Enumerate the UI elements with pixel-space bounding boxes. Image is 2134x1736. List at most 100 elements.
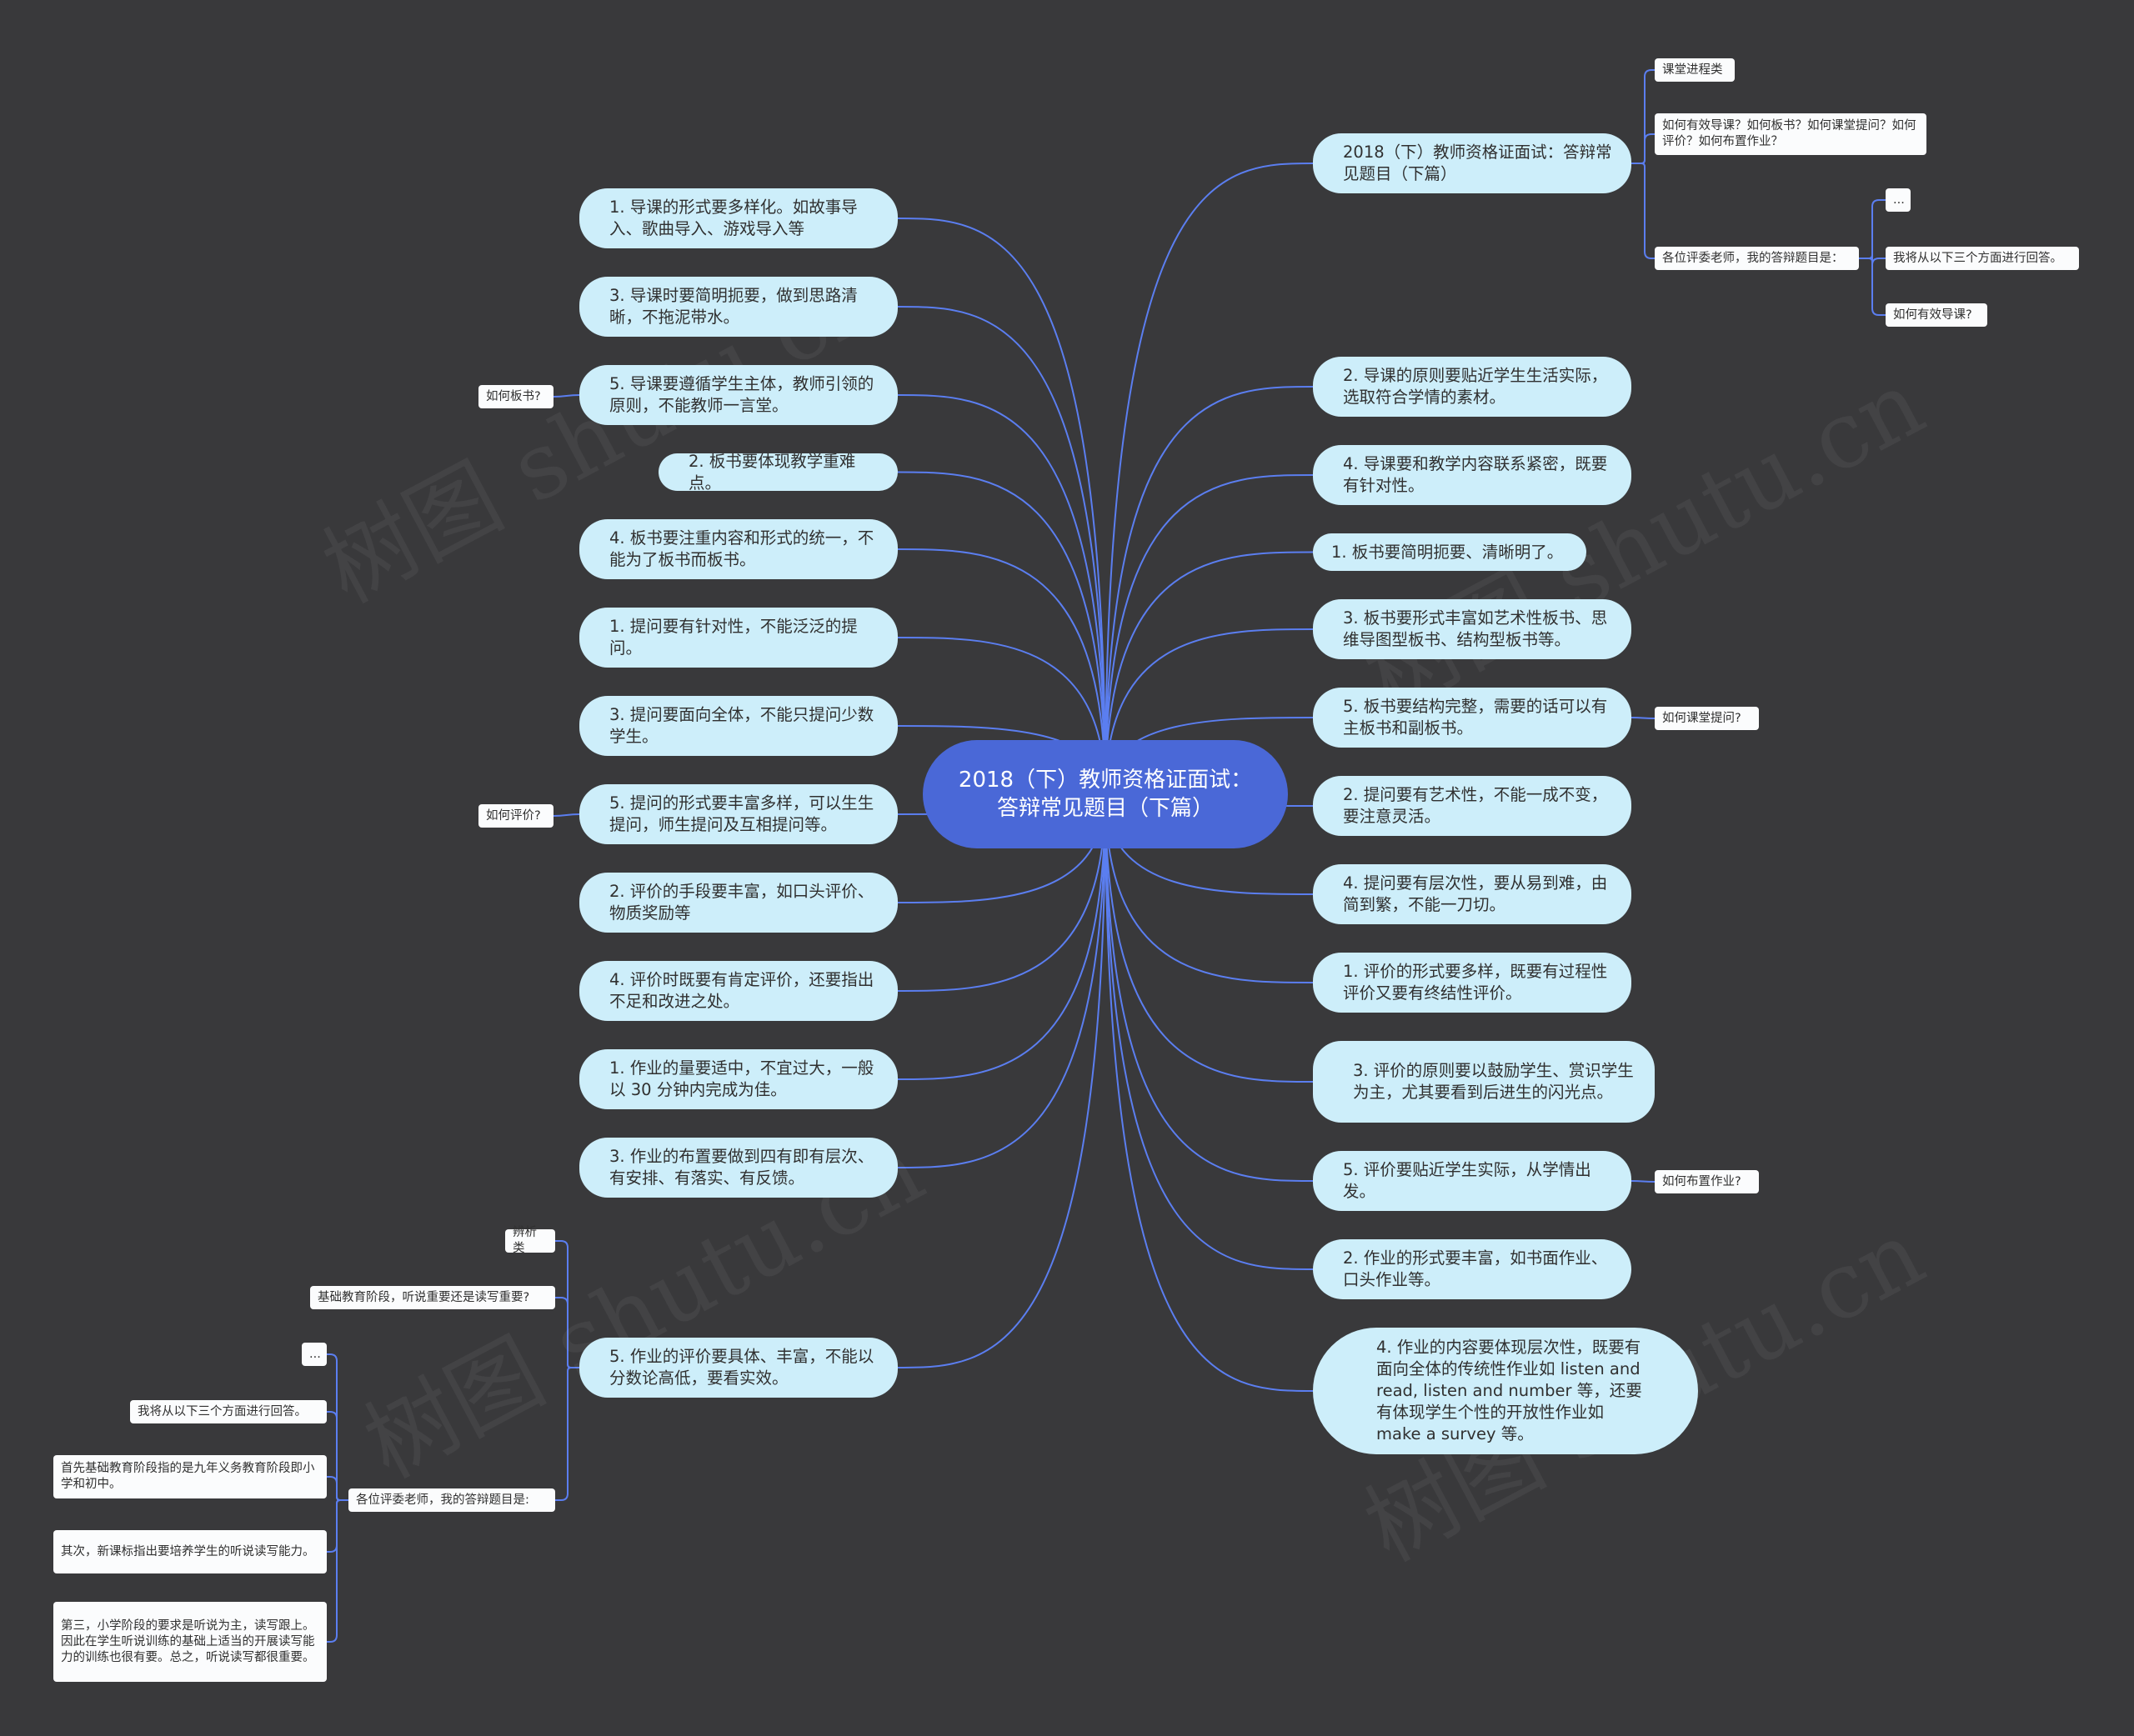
tag-answer-intro[interactable]: 我将从以下三个方面进行回答。 [130,1400,327,1423]
branch-topic[interactable]: 1. 评价的形式要多样，既要有过程性评价又要有终结性评价。 [1313,953,1631,1013]
connector-root-left [897,637,1106,795]
connector-root-left [897,793,1106,992]
branch-topic[interactable]: 2. 板书要体现教学重难点。 [659,452,898,493]
tag-dear-judges[interactable]: 各位评委老师，我的答辩题目是: [348,1488,555,1512]
branch-label: 1. 作业的量要适中，不宜过大，一般以 30 分钟内完成为佳。 [609,1058,874,1099]
branch-topic[interactable]: 1. 提问要有针对性，不能泛泛的提问。 [579,608,898,668]
branch-label: 2. 评价的手段要丰富，如口头评价、物质奖励等 [609,882,874,923]
branch-label: 1. 提问要有针对性，不能泛泛的提问。 [609,617,858,658]
branch-topic[interactable]: 5. 作业的评价要具体、丰富，不能以分数论高低，要看实效。 [579,1338,898,1398]
branch-topic[interactable]: 2. 导课的原则要贴近学生生活实际，选取符合学情的素材。 [1313,357,1631,417]
branch-topic[interactable]: 4. 导课要和教学内容联系紧密，既要有针对性。 [1313,445,1631,505]
branch-topic[interactable]: 1. 作业的量要适中，不宜过大，一般以 30 分钟内完成为佳。 [579,1049,898,1109]
connector-root-right [1105,551,1314,795]
connector-root-left [897,793,1106,1168]
connector-tag [1859,258,1886,316]
branch-topic[interactable]: 3. 板书要形式丰富如艺术性板书、思维导图型板书、结构型板书等。 [1313,599,1631,659]
branch-label: 2. 提问要有艺术性，不能一成不变，要注意灵活。 [1343,785,1608,826]
branch-label: 5. 板书要结构完整，需要的话可以有主板书和副板书。 [1343,697,1608,738]
connector-tag [1631,1180,1656,1183]
connector-root-left [897,394,1106,795]
branch-label: 3. 板书要形式丰富如艺术性板书、思维导图型板书、结构型板书等。 [1343,608,1608,649]
branch-label: 5. 导课要遵循学生主体，教师引领的原则，不能教师一言堂。 [609,374,874,415]
branch-label: 5. 作业的评价要具体、丰富，不能以分数论高低，要看实效。 [609,1347,874,1388]
branch-topic[interactable]: 5. 导课要遵循学生主体，教师引领的原则，不能教师一言堂。 [579,365,898,425]
connector-tag [1631,69,1655,164]
connector-root-right [1105,628,1314,795]
branch-label: 2. 作业的形式要丰富，如书面作业、口头作业等。 [1343,1248,1608,1289]
connector-tag [327,1499,348,1643]
connector-root-right [1105,793,1314,1270]
connector-root-left [897,218,1106,795]
branch-topic[interactable]: 3. 作业的布置要做到四有即有层次、有安排、有落实、有反馈。 [579,1138,898,1198]
branch-label: 1. 评价的形式要多样，既要有过程性评价又要有终结性评价。 [1343,962,1608,1003]
branch-topic[interactable]: 4. 板书要注重内容和形式的统一，不能为了板书而板书。 [579,519,898,579]
connector-root-right [1105,793,1314,1083]
branch-topic[interactable]: 4. 作业的内容要体现层次性，既要有面向全体的传统性作业如 listen and… [1313,1328,1698,1454]
branch-topic[interactable]: 1. 导课的形式要多样化。如故事导入、歌曲导入、游戏导入等 [579,188,898,248]
connector-tag [1859,199,1886,259]
branch-label: 4. 板书要注重内容和形式的统一，不能为了板书而板书。 [609,528,874,569]
connector-root-right [1105,163,1314,795]
tag-question[interactable]: 如何有效导课？如何板书？如何课堂提问？如何评价？如何布置作业？ [1655,113,1926,155]
connector-root-right [1105,793,1314,1392]
connector-root-right [1105,386,1314,795]
branch-label: 5. 提问的形式要丰富多样，可以生生提问，师生提问及互相提问等。 [609,793,874,834]
branch-topic[interactable]: 4. 评价时既要有肯定评价，还要指出不足和改进之处。 [579,961,898,1021]
branch-topic[interactable]: 3. 评价的原则要以鼓励学生、赏识学生为主，尤其要看到后进生的闪光点。 [1313,1041,1655,1123]
branch-label: 4. 提问要有层次性，要从易到难，由简到繁，不能一刀切。 [1343,873,1608,914]
tag-question[interactable]: 基础教育阶段，听说重要还是读写重要? [310,1286,555,1309]
tag-category[interactable]: 辨析类 [505,1226,555,1255]
connector-tag [553,813,580,817]
connector-root-right [1105,474,1314,795]
branch-label: 2. 导课的原则要贴近学生生活实际，选取符合学情的素材。 [1343,366,1608,407]
branch-topic[interactable]: 5. 提问的形式要丰富多样，可以生生提问，师生提问及互相提问等。 [579,784,898,844]
tag-category[interactable]: 课堂进程类 [1655,58,1735,82]
branch-topic[interactable]: 2018（下）教师资格证面试：答辩常见题目（下篇） [1313,133,1631,193]
connector-root-left [897,306,1106,795]
connector-tag [555,1297,579,1368]
tag-how-lead[interactable]: 如何有效导课? [1886,303,1987,327]
branch-topic[interactable]: 4. 提问要有层次性，要从易到难，由简到繁，不能一刀切。 [1313,864,1631,924]
tag-how-question[interactable]: 如何课堂提问? [1655,707,1759,730]
branch-topic[interactable]: 3. 导课时要简明扼要，做到思路清晰，不拖泥带水。 [579,277,898,337]
branch-topic[interactable]: 5. 板书要结构完整，需要的话可以有主板书和副板书。 [1313,688,1631,748]
branch-label: 4. 导课要和教学内容联系紧密，既要有针对性。 [1343,454,1608,495]
connector-root-left [897,548,1106,795]
branch-label: 3. 评价的原则要以鼓励学生、赏识学生为主，尤其要看到后进生的闪光点。 [1353,1061,1634,1102]
branch-topic[interactable]: 2. 作业的形式要丰富，如书面作业、口头作业等。 [1313,1239,1631,1299]
branch-label: 1. 导课的形式要多样化。如故事导入、歌曲导入、游戏导入等 [609,198,858,238]
tag-point-third[interactable]: 第三，小学阶段的要求是听说为主，读写跟上。因此在学生听说训练的基础上适当的开展读… [53,1602,327,1682]
tag-answer-intro[interactable]: 我将从以下三个方面进行回答。 [1886,247,2079,270]
branch-label: 2018（下）教师资格证面试：答辩常见题目（下篇） [1343,143,1612,183]
root-topic-label: 2018（下）教师资格证面试：答辩常见题目（下篇） [958,768,1253,821]
tag-how-evaluate[interactable]: 如何评价? [478,804,554,828]
tag-how-board[interactable]: 如何板书? [478,385,554,408]
connector-tag [555,1367,579,1501]
tag-point-first[interactable]: 首先基础教育阶段指的是九年义务教育阶段即小学和初中。 [53,1455,327,1498]
branch-label: 3. 提问要面向全体，不能只提问少数学生。 [609,705,874,746]
branch-topic[interactable]: 2. 评价的手段要丰富，如口头评价、物质奖励等 [579,873,898,933]
tag-ellipsis[interactable]: ... [302,1343,327,1366]
tag-how-homework[interactable]: 如何布置作业? [1655,1170,1759,1193]
connector-root-right [1105,793,1314,983]
connector-tag [553,394,580,398]
branch-label: 4. 作业的内容要体现层次性，既要有面向全体的传统性作业如 listen and… [1376,1338,1642,1443]
connector-root-left [897,471,1106,795]
branch-topic[interactable]: 3. 提问要面向全体，不能只提问少数学生。 [579,696,898,756]
tag-point-second[interactable]: 其次，新课标指出要培养学生的听说读写能力。 [53,1530,327,1573]
connector-tag [1631,163,1655,259]
connector-root-right [1105,793,1314,1182]
branch-topic[interactable]: 5. 评价要贴近学生实际，从学情出发。 [1313,1151,1631,1211]
tag-dear-judges[interactable]: 各位评委老师，我的答辩题目是： [1655,247,1859,270]
branch-topic[interactable]: 2. 提问要有艺术性，不能一成不变，要注意灵活。 [1313,776,1631,836]
branch-topic[interactable]: 1. 板书要简明扼要、清晰明了。 [1313,533,1586,571]
connector-root-left [897,793,1106,1080]
tag-ellipsis[interactable]: ... [1886,188,1911,212]
branch-label: 1. 板书要简明扼要、清晰明了。 [1331,542,1564,562]
root-topic[interactable]: 2018（下）教师资格证面试：答辩常见题目（下篇） [923,740,1288,848]
connector-root-left [897,793,1106,1368]
connector-tag [1631,133,1655,164]
branch-label: 3. 作业的布置要做到四有即有层次、有安排、有落实、有反馈。 [609,1147,874,1188]
